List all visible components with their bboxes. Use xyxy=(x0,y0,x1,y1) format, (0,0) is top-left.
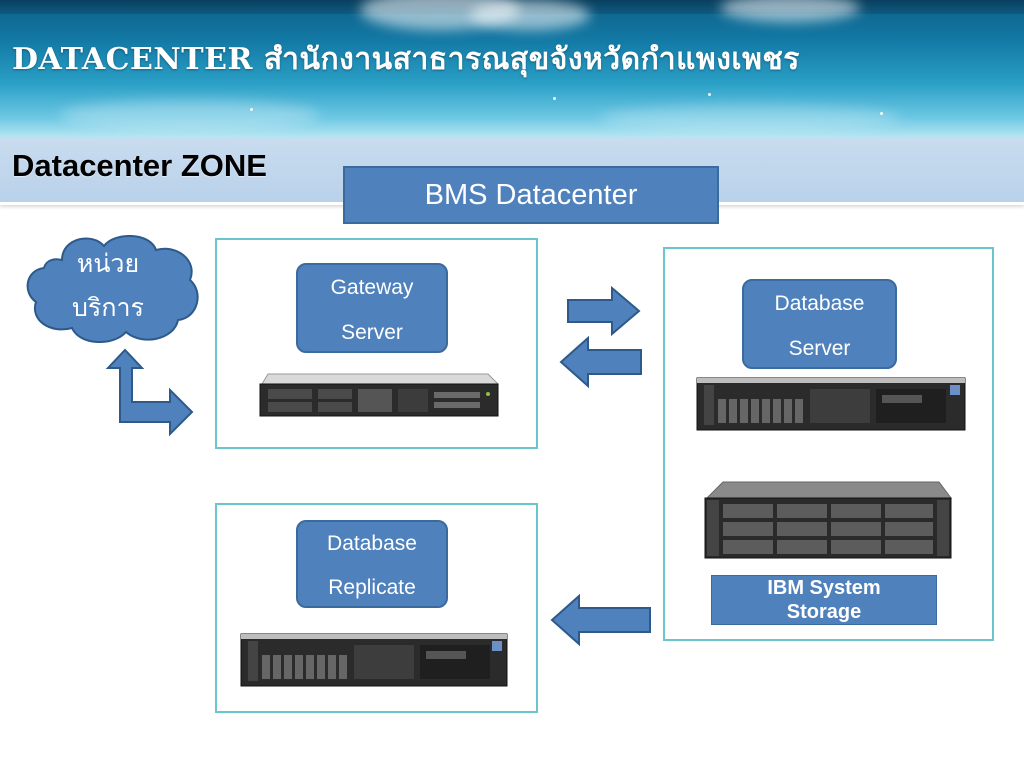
gateway-label-line1: Gateway xyxy=(330,276,414,299)
datacenter-label: BMS Datacenter xyxy=(343,166,719,224)
database-replicate-tag: Database Replicate xyxy=(296,520,448,608)
storage-label: IBM System Storage xyxy=(711,575,937,625)
cloud-label-line1: หน่วย xyxy=(76,250,140,278)
database-server-tag: Database Server xyxy=(742,279,897,369)
banner-cloud xyxy=(600,105,900,131)
header-banner: DATACENTER สำนักงานสาธารณสุขจังหวัดกำแพง… xyxy=(0,0,1024,138)
gateway-label-line2: Server xyxy=(341,321,403,344)
gateway-server-tag: Gateway Server xyxy=(296,263,448,353)
database-replicate-label-line1: Database xyxy=(327,532,417,555)
storage-label-line2: Storage xyxy=(786,601,862,623)
banner-cloud xyxy=(720,0,860,22)
storage-array-icon xyxy=(704,481,952,559)
server-2u-icon xyxy=(240,633,508,687)
corner-arrow-icon xyxy=(105,348,194,437)
storage-label-line1: IBM System xyxy=(767,577,881,599)
cloud-icon xyxy=(26,234,199,344)
arrow-right-icon xyxy=(567,285,641,337)
database-server-label-line1: Database xyxy=(774,292,865,315)
database-server-label-line2: Server xyxy=(788,337,851,360)
zone-title: Datacenter ZONE xyxy=(12,148,267,183)
banner-sparkle xyxy=(553,97,556,100)
arrow-left-icon xyxy=(559,335,642,389)
banner-sparkle xyxy=(250,108,253,111)
banner-cloud xyxy=(60,100,320,130)
server-2u-icon xyxy=(696,377,966,431)
server-1u-icon xyxy=(259,373,500,417)
cloud-label-line2: บริการ xyxy=(72,294,144,322)
database-replicate-label-line2: Replicate xyxy=(328,576,416,599)
banner-sparkle xyxy=(708,93,711,96)
banner-cloud xyxy=(470,0,590,30)
cloud-label: หน่วย บริการ xyxy=(38,242,178,330)
banner-sparkle xyxy=(880,112,883,115)
slide-title: DATACENTER สำนักงานสาธารณสุขจังหวัดกำแพง… xyxy=(12,42,800,77)
arrow-left-icon xyxy=(550,593,651,647)
